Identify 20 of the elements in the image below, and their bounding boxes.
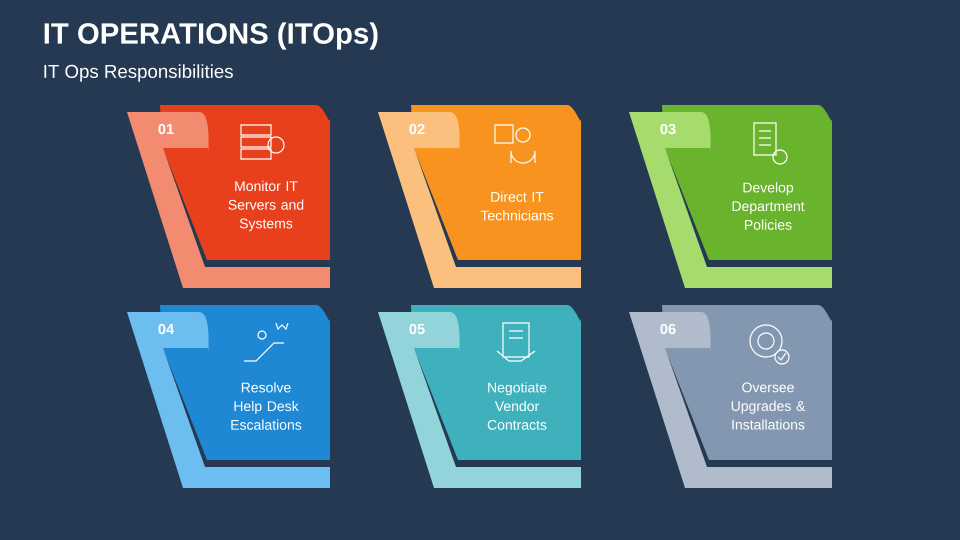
step-number: 02 — [409, 124, 425, 134]
step-card — [127, 305, 330, 488]
step-card — [378, 305, 581, 488]
card-text: Monitor IT Servers and Systems — [228, 180, 304, 232]
card-text: Direct IT Technicians — [480, 192, 554, 220]
step-number: 06 — [660, 324, 676, 334]
step-number: 05 — [409, 324, 425, 334]
step-card — [629, 105, 832, 288]
step-card — [378, 105, 581, 288]
subtitle: IT Ops Responsibilities — [44, 64, 233, 82]
card-text: Negotiate Vendor Contracts — [488, 382, 546, 430]
card-text: Resolve Help Desk Escalations — [231, 382, 302, 430]
title: IT OPERATIONS (ITOps) — [44, 22, 378, 50]
card-text: Develop Department Policies — [732, 182, 804, 230]
step-number: 03 — [660, 124, 676, 134]
card-text: Oversee Upgrades & Installations — [732, 382, 806, 430]
step-number: 01 — [158, 124, 174, 134]
step-card — [629, 305, 832, 488]
step-number: 04 — [158, 324, 174, 334]
step-card — [127, 105, 330, 288]
